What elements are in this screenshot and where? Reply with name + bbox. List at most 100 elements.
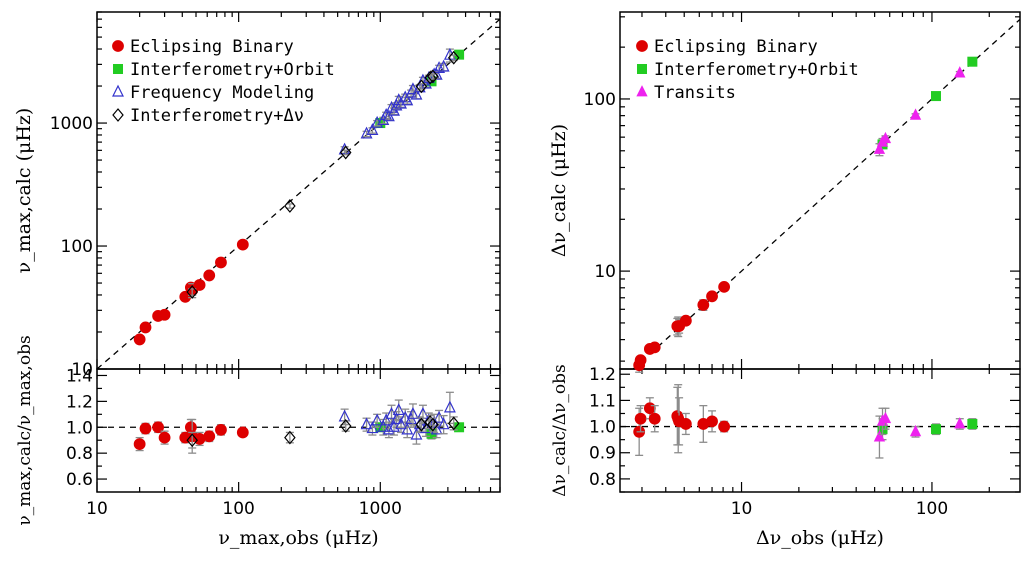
resid-point (447, 416, 460, 431)
legend-marker (113, 64, 123, 74)
resid-tick-label: 1.0 (589, 418, 616, 438)
data-point (706, 290, 718, 303)
resid-tick-label: 1.0 (66, 418, 93, 438)
series-group (633, 280, 731, 457)
resid-point (454, 422, 465, 433)
resid-point (360, 417, 373, 430)
resid-point (410, 427, 423, 440)
legend-marker (637, 64, 647, 74)
one-to-one-line (632, 18, 1021, 370)
y-tick-label: 10 (594, 262, 616, 282)
legend-marker (636, 40, 648, 52)
legend-label: Frequency Modeling (130, 83, 314, 103)
resid-point (380, 413, 393, 426)
resid-point (203, 430, 216, 443)
data-point (410, 87, 423, 100)
resid-point (415, 417, 428, 432)
data-point (133, 333, 146, 346)
series-group (133, 238, 249, 454)
resid-point (909, 424, 922, 437)
data-point (648, 341, 661, 354)
data-point (139, 321, 152, 334)
legend-label: Eclipsing Binary (654, 37, 818, 57)
data-point (879, 131, 892, 144)
legend-marker (112, 108, 124, 122)
legend-marker (112, 40, 124, 52)
resid-point (186, 433, 198, 448)
data-point (236, 238, 249, 251)
resid-point (634, 412, 647, 425)
resid-point (215, 423, 227, 436)
series-group (338, 47, 456, 445)
resid-point (718, 420, 731, 433)
x-tick-label: 10 (86, 499, 108, 519)
data-point (193, 279, 206, 291)
x-axis-label: Δν_obs (μHz) (756, 527, 884, 549)
resid-tick-label: 0.8 (589, 470, 616, 490)
x-tick-label: 100 (916, 499, 948, 519)
resid-tick-label: 0.9 (589, 444, 616, 464)
resid-point (427, 417, 439, 432)
data-point (401, 93, 414, 106)
series-group (877, 56, 978, 441)
series-group (873, 66, 966, 459)
data-point (447, 50, 460, 65)
resid-axis-label: Δν_calc/Δν_obs (550, 364, 570, 496)
data-point (284, 199, 296, 213)
legend-marker (112, 84, 124, 97)
legend-label: Interferometry+Orbit (130, 60, 335, 80)
legend-marker (636, 85, 648, 97)
y-tick-label: 1000 (50, 114, 93, 134)
resid-point (873, 430, 886, 442)
resid-point (158, 431, 171, 444)
resid-point (395, 417, 407, 430)
residual-plot-frame (96, 368, 501, 493)
resid-point (879, 411, 892, 424)
data-point (427, 69, 439, 84)
y-axis-label: ν_max,calc (μHz) (13, 108, 35, 274)
x-tick-label: 1000 (359, 499, 402, 519)
resid-point (679, 418, 692, 430)
resid-tick-label: 1.2 (589, 365, 616, 385)
resid-point (284, 430, 296, 445)
data-point (366, 123, 379, 136)
data-point (186, 285, 198, 299)
data-point (215, 256, 227, 269)
data-point (634, 354, 647, 367)
y-axis-label: Δν_calc (μHz) (548, 124, 570, 257)
resid-point (133, 438, 146, 450)
resid-point (954, 417, 966, 429)
legend-label: Interferometry+Orbit (654, 60, 859, 80)
resid-axis-label: ν_max,calc/ν_max,obs (15, 335, 35, 525)
resid-tick-label: 1.1 (589, 391, 616, 411)
resid-point (382, 422, 395, 435)
legend-label: Eclipsing Binary (130, 37, 294, 57)
resid-point (339, 419, 352, 433)
data-point (718, 280, 731, 293)
data-point (433, 61, 446, 74)
resid-point (706, 415, 718, 428)
data-point (415, 79, 428, 94)
resid-point (930, 424, 941, 435)
series-group (186, 50, 460, 449)
data-point (679, 314, 692, 327)
data-point (930, 91, 941, 102)
data-point (203, 269, 216, 282)
data-point (339, 145, 352, 160)
x-axis-label: ν_max,obs (μHz) (218, 527, 378, 549)
data-point (954, 66, 966, 78)
resid-tick-label: 0.8 (66, 444, 93, 464)
data-point (967, 56, 978, 67)
data-point (697, 299, 710, 311)
resid-point (433, 410, 446, 423)
resid-point (152, 421, 165, 434)
resid-point (643, 402, 656, 415)
y-tick-label: 100 (61, 237, 93, 257)
y-tick-label: 100 (584, 90, 616, 110)
x-tick-label: 100 (222, 499, 254, 519)
data-point (385, 100, 398, 113)
resid-point (401, 422, 414, 435)
